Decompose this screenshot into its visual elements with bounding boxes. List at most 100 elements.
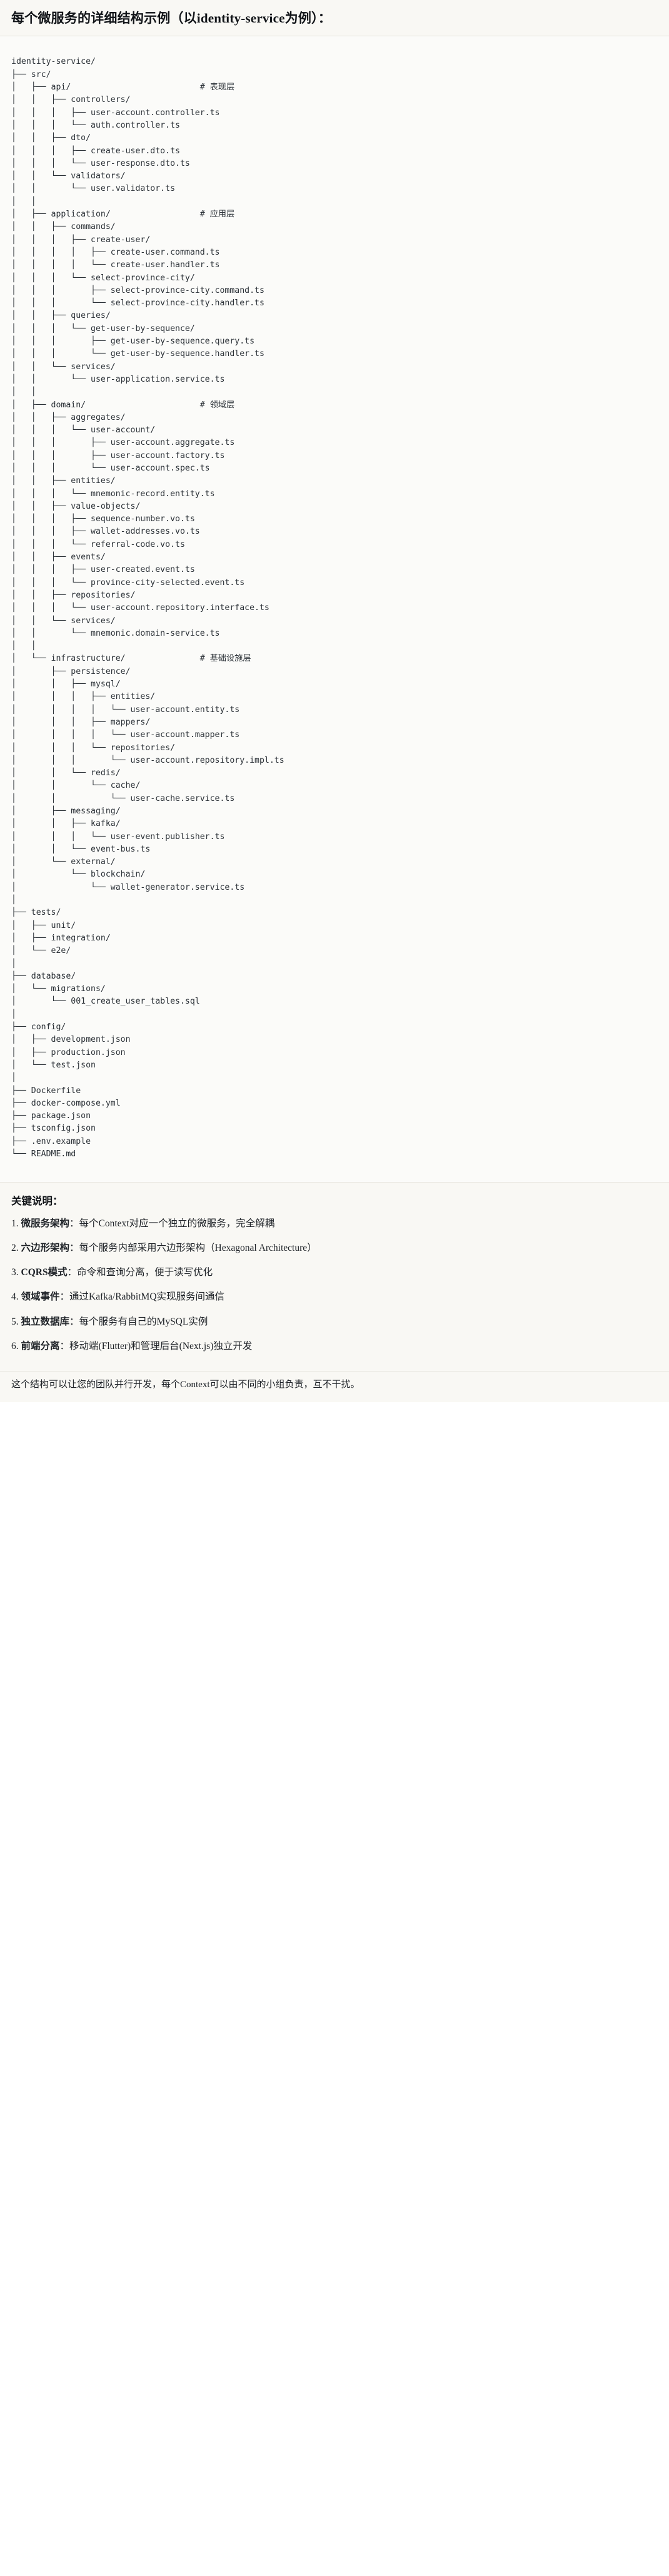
tree-line: │ │ └── validators/ — [11, 171, 126, 181]
tree-line: ├── tsconfig.json — [11, 1124, 96, 1134]
tree-line: │ │ │ └── user-account.spec.ts — [11, 463, 210, 473]
tree-line: │ └── infrastructure/ # 基础设施层 — [11, 654, 251, 664]
key-note-description: 移动端(Flutter)和管理后台(Next.js)独立开发 — [69, 1340, 253, 1352]
tree-line: │ │ — [11, 387, 36, 397]
key-note-item: 5. 独立数据库：每个服务有自己的MySQL实例 — [11, 1315, 658, 1329]
tree-line: │ └── blockchain/ — [11, 870, 146, 880]
tree-line: │ │ ├── kafka/ — [11, 819, 121, 829]
key-note-description: 每个Context对应一个独立的微服务，完全解耦 — [79, 1218, 275, 1229]
tree-line: │ │ ├── entities/ — [11, 476, 116, 486]
tree-line: │ — [11, 895, 16, 905]
tree-line: │ ├── application/ # 应用层 — [11, 210, 235, 220]
tree-line: │ │ │ └── select-province-city/ — [11, 273, 195, 283]
tree-line: ├── config/ — [11, 1022, 66, 1032]
tree-line: │ ├── persistence/ — [11, 666, 131, 676]
tree-line: │ │ │ ├── wallet-addresses.vo.ts — [11, 527, 200, 537]
tree-line: │ └── 001_create_user_tables.sql — [11, 997, 200, 1007]
key-note-item: 6. 前端分离：移动端(Flutter)和管理后台(Next.js)独立开发 — [11, 1339, 658, 1353]
key-note-term: CQRS模式 — [21, 1267, 68, 1278]
key-note-number: 1. — [11, 1218, 19, 1229]
tree-line: │ │ │ ├── create-user/ — [11, 235, 151, 245]
tree-line: │ │ │ ├── entities/ — [11, 692, 156, 702]
key-note-separator: ： — [69, 1316, 79, 1327]
page-title: 每个微服务的详细结构示例（以identity-service为例）： — [11, 11, 331, 26]
tree-line: │ ├── integration/ — [11, 933, 111, 943]
tree-line: │ — [11, 1073, 16, 1083]
key-notes-title: 关键说明： — [11, 1194, 63, 1207]
tree-line: │ │ │ ├── create-user.dto.ts — [11, 146, 180, 156]
tree-line: │ │ ├── controllers/ — [11, 95, 131, 105]
tree-line: │ │ └── mnemonic.domain-service.ts — [11, 628, 220, 638]
key-note-separator: ： — [69, 1218, 79, 1229]
tree-line: │ │ └── user.validator.ts — [11, 184, 176, 194]
tree-line: │ │ │ │ └── user-account.entity.ts — [11, 705, 240, 715]
tree-line: │ │ │ └── referral-code.vo.ts — [11, 539, 185, 549]
tree-line: │ │ │ ├── mappers/ — [11, 717, 151, 727]
tree-line: │ │ ├── mysql/ — [11, 680, 121, 690]
tree-line: │ │ ├── repositories/ — [11, 590, 136, 600]
tree-line: │ — [11, 959, 16, 969]
tree-line: │ │ ├── commands/ — [11, 222, 116, 232]
key-note-separator: ： — [67, 1267, 78, 1278]
tree-line: │ └── test.json — [11, 1060, 96, 1070]
tree-line: │ │ │ ├── user-account.aggregate.ts — [11, 438, 235, 448]
tree-line: │ — [11, 1009, 16, 1019]
tree-line: │ │ │ └── user-account.repository.interf… — [11, 603, 269, 613]
tree-line: │ │ │ └── province-city-selected.event.t… — [11, 578, 245, 588]
tree-line: │ │ └── services/ — [11, 362, 116, 372]
tree-line: │ ├── messaging/ — [11, 807, 121, 816]
tree-line: │ │ └── user-application.service.ts — [11, 374, 225, 384]
tree-line: │ │ ├── value-objects/ — [11, 501, 141, 511]
key-note-term: 微服务架构 — [21, 1218, 70, 1229]
key-note-separator: ： — [59, 1340, 70, 1352]
tree-line: │ │ └── services/ — [11, 616, 116, 626]
tree-line: identity-service/ — [11, 57, 96, 67]
tree-line: │ │ — [11, 196, 36, 206]
tree-line: │ │ │ │ ├── create-user.command.ts — [11, 247, 220, 257]
tree-line: │ │ │ ├── user-account.controller.ts — [11, 108, 220, 118]
tree-line: ├── docker-compose.yml — [11, 1098, 121, 1108]
key-note-term: 独立数据库 — [21, 1316, 70, 1327]
tree-line: │ │ │ └── get-user-by-sequence.handler.t… — [11, 349, 264, 359]
tree-line: │ │ ├── dto/ — [11, 133, 91, 143]
key-note-item: 2. 六边形架构：每个服务内部采用六边形架构（Hexagonal Archite… — [11, 1241, 658, 1255]
tree-line: │ │ │ └── user-event.publisher.ts — [11, 832, 225, 842]
key-note-number: 2. — [11, 1242, 19, 1253]
tree-line: │ │ │ └── repositories/ — [11, 743, 176, 753]
tree-line: │ └── migrations/ — [11, 984, 106, 994]
key-note-term: 领域事件 — [21, 1291, 60, 1303]
tree-line: │ │ │ └── mnemonic-record.entity.ts — [11, 489, 215, 499]
tree-line: │ │ — [11, 641, 36, 651]
tree-line: │ │ │ └── user-account.repository.impl.t… — [11, 755, 284, 765]
key-note-number: 3. — [11, 1267, 19, 1278]
key-note-description: 每个服务内部采用六边形架构（Hexagonal Architecture） — [79, 1242, 317, 1253]
key-note-item: 4. 领域事件：通过Kafka/RabbitMQ实现服务间通信 — [11, 1290, 658, 1304]
key-note-number: 6. — [11, 1340, 19, 1352]
tree-line: │ │ └── cache/ — [11, 781, 141, 791]
tree-line: ├── .env.example — [11, 1136, 91, 1146]
tree-line: │ └── e2e/ — [11, 946, 71, 956]
key-note-description: 每个服务有自己的MySQL实例 — [79, 1316, 208, 1327]
tree-line: │ └── external/ — [11, 857, 116, 867]
tree-line: │ ├── api/ # 表现层 — [11, 83, 235, 93]
tree-line: │ │ └── redis/ — [11, 768, 121, 778]
tree-line: │ │ │ └── auth.controller.ts — [11, 120, 180, 130]
tree-line: │ ├── development.json — [11, 1035, 131, 1045]
key-note-term: 前端分离 — [21, 1340, 60, 1352]
tree-line: │ ├── domain/ # 领域层 — [11, 400, 235, 410]
tree-line: │ │ └── event-bus.ts — [11, 844, 151, 854]
tree-line: ├── src/ — [11, 69, 51, 79]
key-note-description: 通过Kafka/RabbitMQ实现服务间通信 — [69, 1291, 225, 1303]
tree-line: │ │ │ │ └── create-user.handler.ts — [11, 260, 220, 270]
tree-line: │ │ └── user-cache.service.ts — [11, 793, 235, 803]
tree-line: │ │ │ └── user-response.dto.ts — [11, 158, 190, 168]
directory-tree-block: identity-service/ ├── src/ │ ├── api/ # 表现… — [0, 36, 669, 1183]
tree-line: │ │ ├── queries/ — [11, 311, 111, 321]
tree-line: │ ├── unit/ — [11, 920, 76, 930]
tree-line: │ │ │ └── select-province-city.handler.t… — [11, 298, 264, 308]
tree-line: ├── tests/ — [11, 908, 61, 918]
key-note-separator: ： — [69, 1242, 79, 1253]
key-note-term: 六边形架构 — [21, 1242, 70, 1253]
